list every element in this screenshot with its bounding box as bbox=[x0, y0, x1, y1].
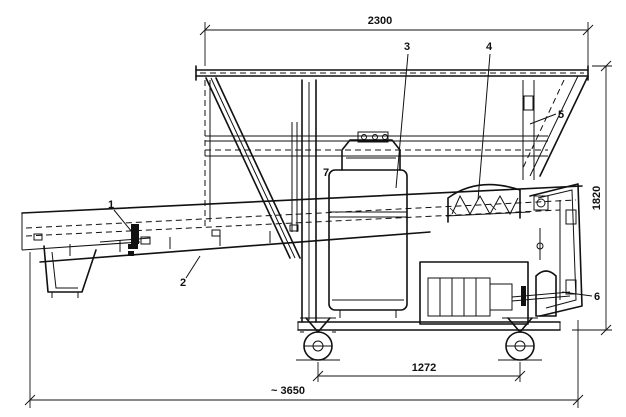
callout-7: 7 bbox=[323, 167, 329, 179]
base-frame bbox=[297, 321, 561, 331]
callout-3: 3 bbox=[404, 41, 410, 53]
dimension-overall-length: ~ 3650 bbox=[24, 252, 584, 408]
dimension-height-value: 1820 bbox=[591, 186, 603, 210]
callout-6: 6 bbox=[594, 291, 600, 303]
callouts: 1 2 3 4 5 6 7 bbox=[108, 41, 600, 303]
dimension-overall-length-value: ~ 3650 bbox=[271, 385, 305, 397]
main-column bbox=[291, 79, 317, 323]
callout-5: 5 bbox=[558, 109, 564, 121]
callout-1: 1 bbox=[108, 199, 114, 211]
top-drive-unit bbox=[341, 131, 401, 171]
right-wheel bbox=[498, 317, 542, 361]
left-wheel bbox=[296, 317, 340, 361]
dimension-top-width-value: 2300 bbox=[368, 15, 392, 27]
right-frame bbox=[529, 183, 583, 317]
dimension-wheelbase: 1272 bbox=[312, 362, 526, 382]
dimension-height: 1820 bbox=[572, 60, 612, 336]
dimension-wheelbase-value: 1272 bbox=[412, 362, 436, 374]
mixer-tank bbox=[328, 169, 408, 318]
motor-gearbox bbox=[419, 261, 571, 325]
receiving-hopper bbox=[43, 245, 97, 298]
callout-4: 4 bbox=[486, 41, 493, 53]
screw-conveyor bbox=[445, 183, 549, 223]
dimension-top-width: 2300 bbox=[199, 15, 594, 66]
feeder-device bbox=[99, 224, 151, 256]
diagonal-brace bbox=[205, 77, 301, 259]
callout-2: 2 bbox=[180, 277, 186, 289]
top-frame bbox=[195, 65, 589, 230]
